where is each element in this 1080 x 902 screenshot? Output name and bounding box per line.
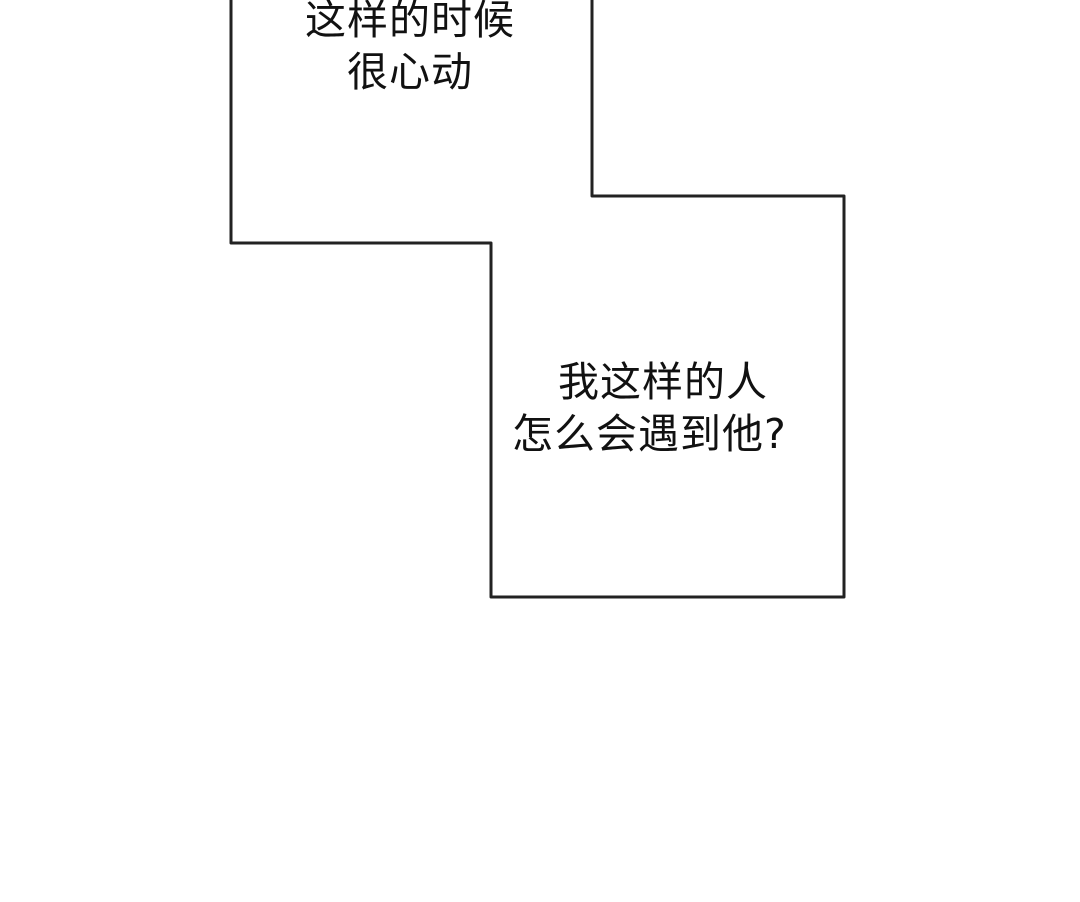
top-panel-caption: 这样的时候 很心动 <box>280 0 540 98</box>
bottom-panel-caption: 我这样的人 怎么会遇到他? <box>512 356 832 460</box>
caption-line: 怎么会遇到他? <box>512 410 787 458</box>
caption-line: 这样的时候 <box>305 0 515 44</box>
top-panel-border <box>229 0 846 599</box>
caption-line: 很心动 <box>347 48 473 96</box>
caption-line: 我这样的人 <box>558 358 768 406</box>
